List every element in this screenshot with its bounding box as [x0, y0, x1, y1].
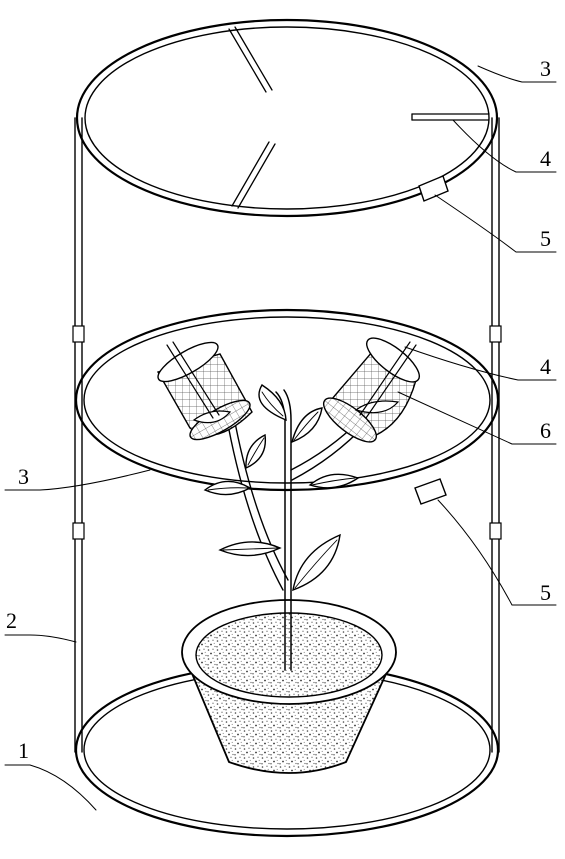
middle-ring	[74, 308, 500, 492]
plant-leaves	[203, 384, 360, 592]
plant	[203, 384, 367, 671]
support-post-left	[72, 117, 85, 753]
top-rod-upper	[228, 26, 273, 93]
callout-support-post: 2	[6, 608, 17, 633]
callout-top-rod: 4	[540, 146, 551, 171]
top-rods	[228, 26, 490, 209]
callout-middle-rod: 4	[540, 354, 551, 379]
callout-mesh-cage: 6	[540, 418, 551, 443]
mesh-cage-right	[323, 337, 420, 443]
top-rod-lower	[231, 141, 276, 209]
flower-pot	[181, 599, 397, 774]
top-rod-right	[411, 113, 490, 121]
middle-connector	[414, 478, 447, 505]
callout-labels: 3 4 5 4 6 3 5 2 1	[6, 56, 551, 763]
callout-middle-ring: 3	[18, 464, 29, 489]
top-ring	[75, 18, 499, 218]
callout-base-ring: 1	[18, 738, 29, 763]
top-connector	[418, 175, 449, 202]
leader-lines	[4, 65, 557, 811]
mesh-cage-left	[156, 341, 253, 441]
callout-middle-connector: 5	[540, 580, 551, 605]
callout-top-connector: 5	[540, 226, 551, 251]
callout-top-ring: 3	[540, 56, 551, 81]
